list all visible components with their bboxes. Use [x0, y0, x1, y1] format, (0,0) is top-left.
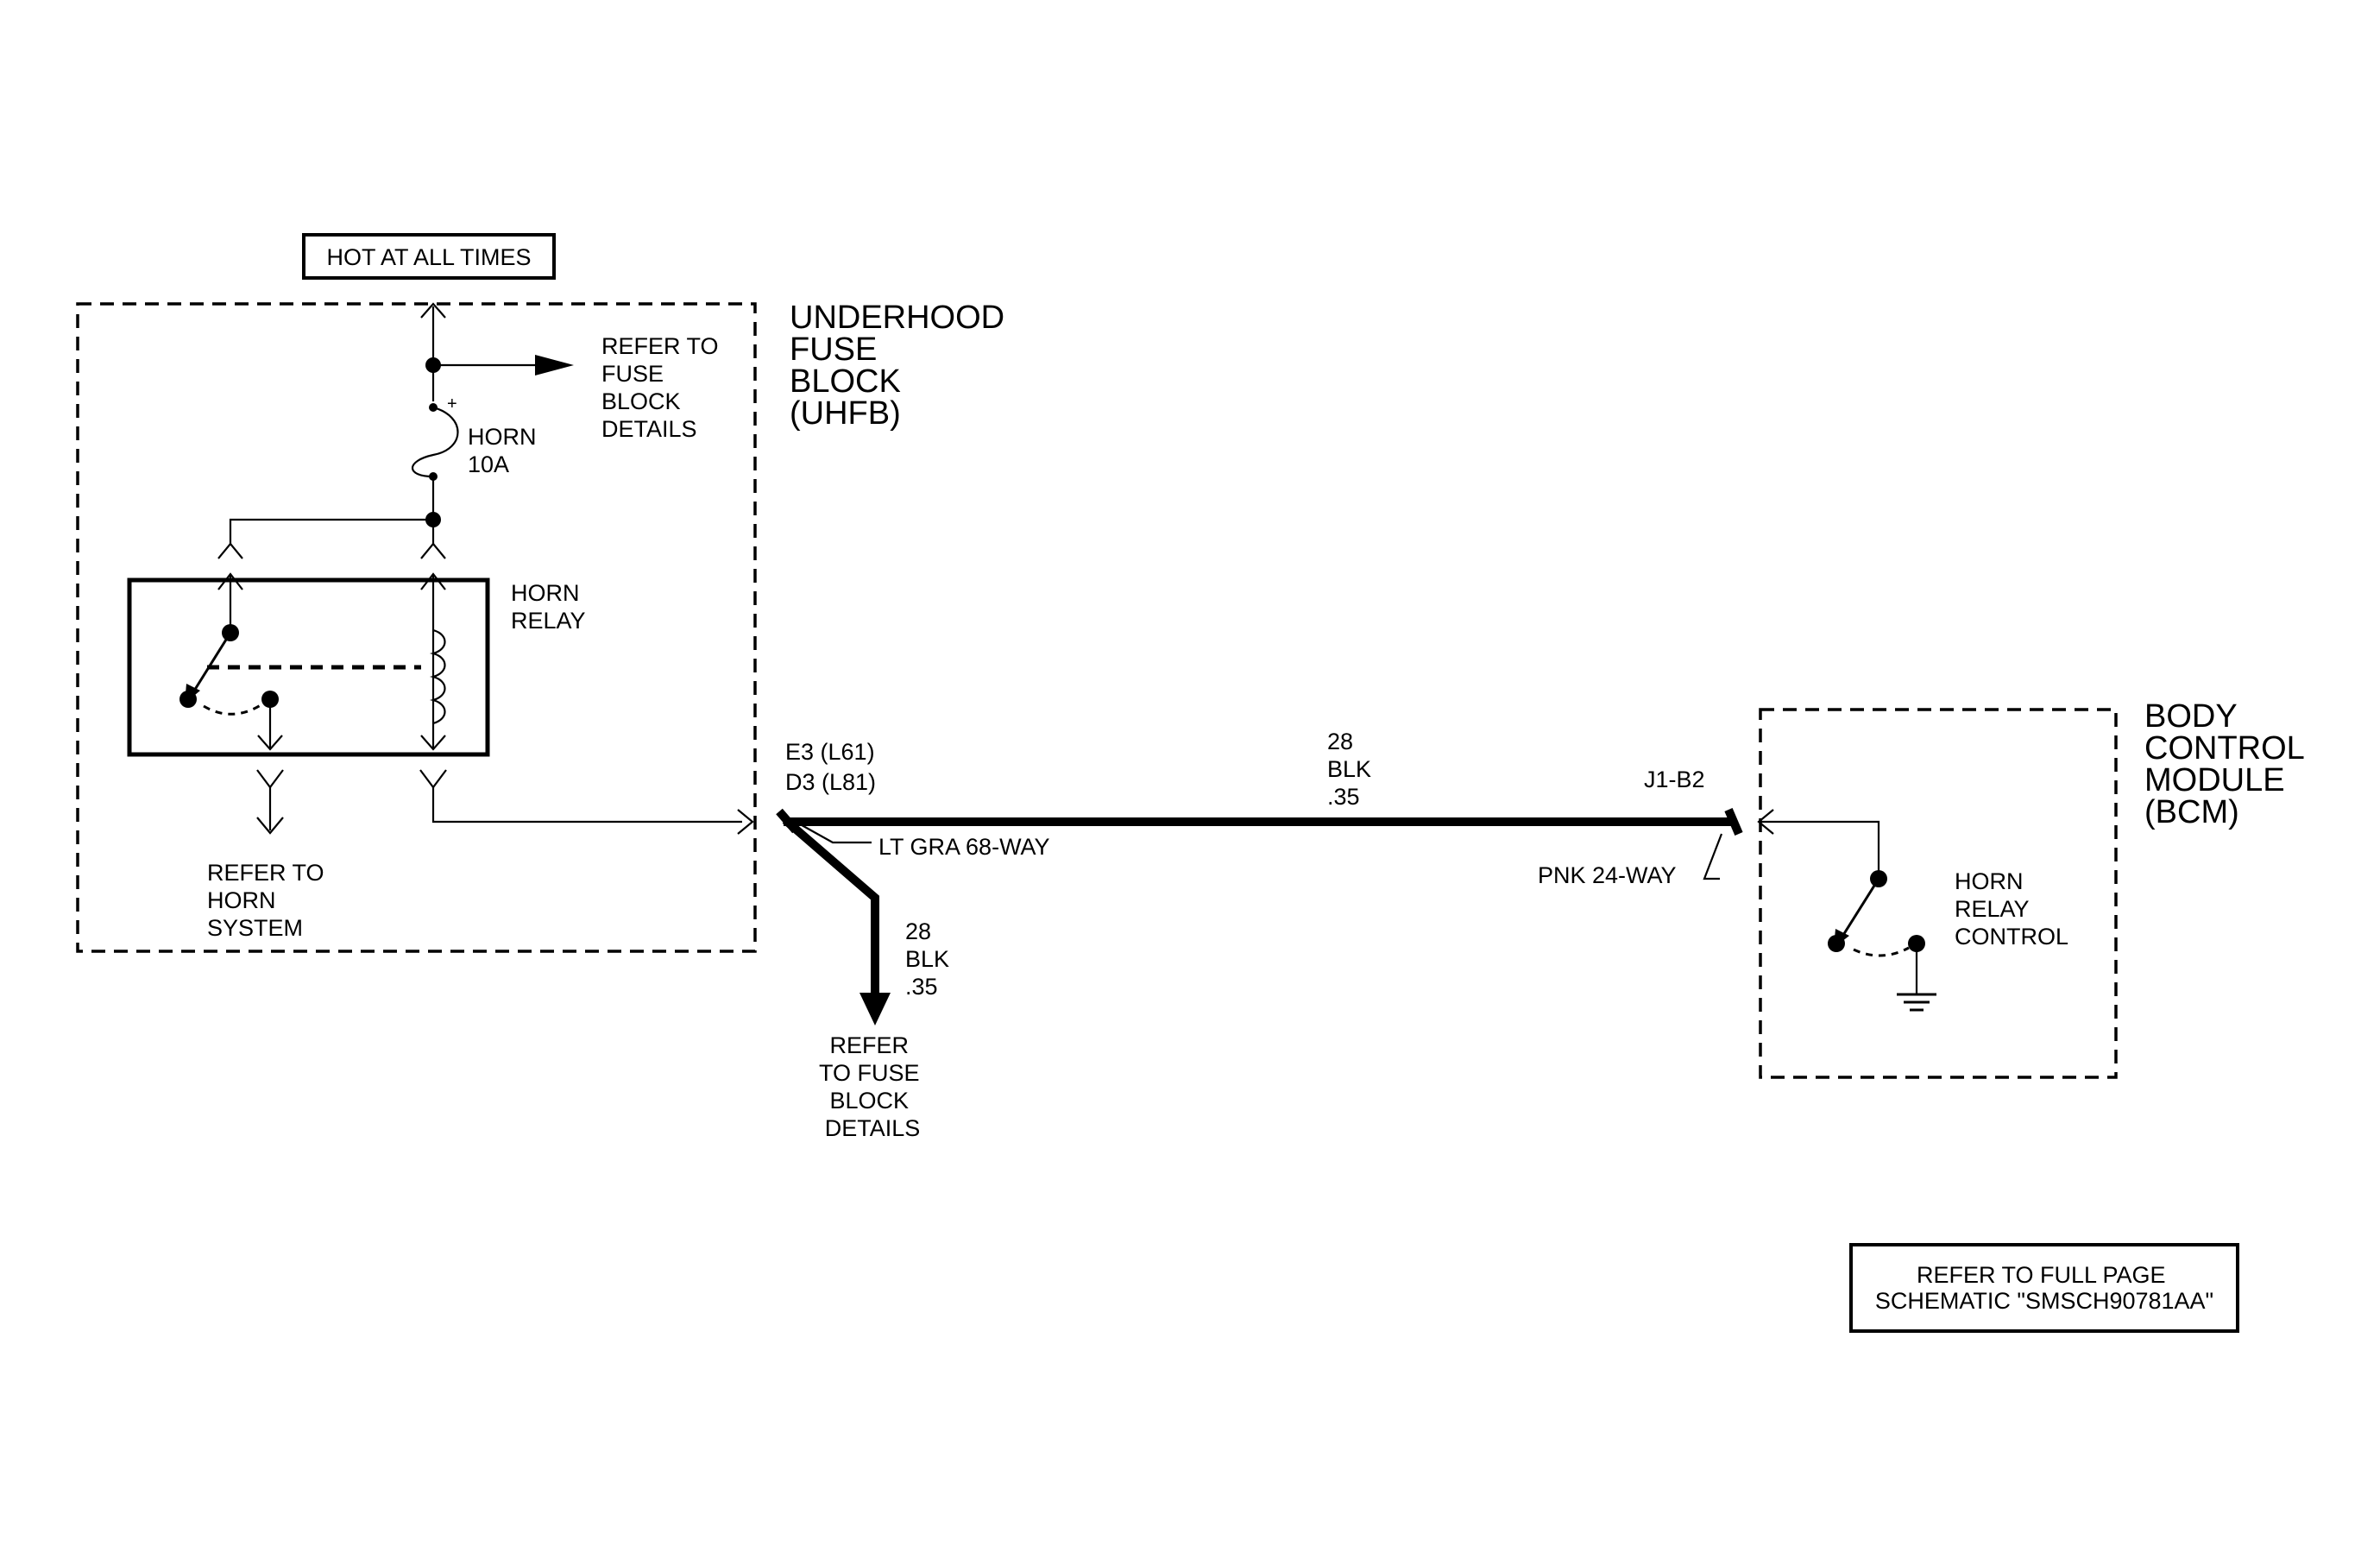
connector-right-name: PNK 24-WAY	[1538, 862, 1677, 888]
refer-horn-system-label: REFER TO HORN SYSTEM	[207, 860, 331, 941]
connector-left-name: LT GRA 68-WAY	[878, 834, 1050, 860]
uhfb-outline	[76, 302, 757, 953]
hot-at-all-times-box: HOT AT ALL TIMES	[302, 233, 556, 280]
bcm-title: BODY CONTROL MODULE (BCM)	[2144, 698, 2313, 830]
footer-reference-label: REFER TO FULL PAGE SCHEMATIC "SMSCH90781…	[1875, 1262, 2213, 1314]
refer-fuse-block-details-lower-label: REFER TO FUSE BLOCK DETAILS	[819, 1032, 926, 1141]
connector-right-pin: J1-B2	[1644, 767, 1705, 792]
full-page-schematic-reference: REFER TO FULL PAGE SCHEMATIC "SMSCH90781…	[1849, 1243, 2239, 1333]
refer-fuse-arrow	[535, 355, 574, 375]
branch-wire-28-blk	[782, 817, 891, 1025]
horn-relay-label: HORN RELAY	[511, 580, 586, 634]
branch-wire-label: 28 BLK .35	[905, 918, 956, 1000]
relay-feed-splice	[217, 512, 446, 559]
fuse-plus-label: +	[447, 394, 457, 413]
horn-fuse-label: HORN 10A	[468, 424, 543, 477]
main-wire-label: 28 BLK .35	[1327, 729, 1378, 810]
relay-outputs	[256, 769, 754, 835]
refer-fuse-block-details-label: REFER TO FUSE BLOCK DETAILS	[601, 333, 725, 442]
connector-j1-b2	[1703, 808, 1880, 880]
bcm-horn-relay-control-switch	[1828, 870, 1936, 1012]
uhfb-title: UNDERHOOD FUSE BLOCK (UHFB)	[790, 300, 1014, 432]
hot-at-all-times-label: HOT AT ALL TIMES	[326, 244, 531, 270]
bcm-horn-relay-control-label: HORN RELAY CONTROL	[1955, 868, 2068, 950]
connector-left-pins: E3 (L61) D3 (L81)	[785, 739, 881, 795]
bcm-outline	[1759, 708, 2118, 1079]
power-feed	[420, 302, 574, 401]
horn-fuse: + HORN 10A	[411, 394, 543, 520]
horn-relay	[127, 572, 490, 757]
